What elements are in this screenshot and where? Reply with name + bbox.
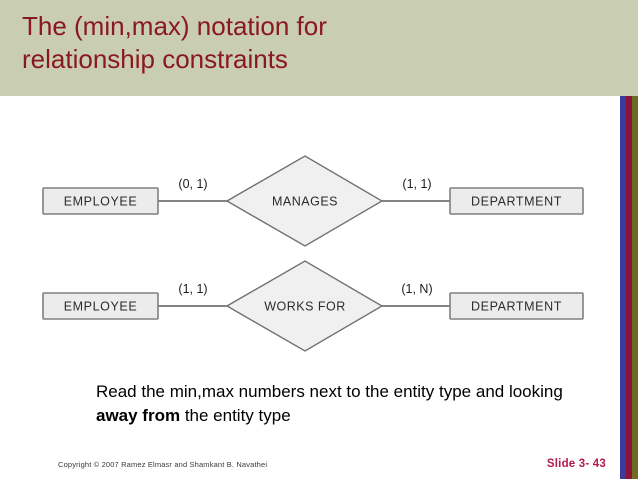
entity-employee-2[interactable]: EMPLOYEE <box>42 292 159 320</box>
relationship-works-for[interactable]: WORKS FOR <box>225 260 384 352</box>
entity-department-2[interactable]: DEPARTMENT <box>449 292 584 320</box>
relationship-diamond <box>225 260 384 352</box>
entity-department-1[interactable]: DEPARTMENT <box>449 187 584 215</box>
entity-label: DEPARTMENT <box>471 299 562 313</box>
slide-header-band: The (min,max) notation for relationship … <box>0 0 638 96</box>
entity-employee-1[interactable]: EMPLOYEE <box>42 187 159 215</box>
accent-stripe-maroon <box>626 96 632 479</box>
cardinality-label-left: (1, 1) <box>178 282 207 296</box>
er-row-manages: EMPLOYEE MANAGES DEPARTMENT (0, 1) (1, 1… <box>42 155 584 247</box>
entity-box-rect <box>42 292 159 320</box>
relationship-diamond <box>225 155 384 247</box>
caption-emphasis: away from <box>96 406 181 425</box>
cardinality-label-left: (0, 1) <box>178 177 207 191</box>
entity-box-rect <box>449 187 584 215</box>
entity-box-rect <box>42 187 159 215</box>
entity-box-rect <box>449 292 584 320</box>
cardinality-label-right: (1, 1) <box>402 177 431 191</box>
slide-number: Slide 3- 43 <box>546 458 606 470</box>
er-row-works-for: EMPLOYEE WORKS FOR DEPARTMENT (1, 1) (1,… <box>42 260 584 352</box>
caption-part-1: Read the min,max numbers next to the ent… <box>96 382 563 401</box>
er-diagram: EMPLOYEE MANAGES DEPARTMENT (0, 1) (1, 1… <box>0 96 620 386</box>
right-accent-stripes <box>620 96 638 479</box>
relationship-label: WORKS FOR <box>264 299 346 313</box>
relationship-manages[interactable]: MANAGES <box>225 155 384 247</box>
caption-text: Read the min,max numbers next to the ent… <box>96 380 566 428</box>
entity-label: EMPLOYEE <box>64 299 138 313</box>
page-title: The (min,max) notation for relationship … <box>22 11 327 74</box>
entity-label: DEPARTMENT <box>471 194 562 208</box>
accent-stripe-olive <box>632 96 638 479</box>
footer-copyright: Copyright © 2007 Ramez Elmasr and Shamka… <box>58 460 268 469</box>
accent-stripe-blue <box>620 96 626 479</box>
entity-label: EMPLOYEE <box>64 194 138 208</box>
caption-part-2: the entity type <box>180 406 291 425</box>
cardinality-label-right: (1, N) <box>401 282 432 296</box>
relationship-label: MANAGES <box>272 194 338 208</box>
